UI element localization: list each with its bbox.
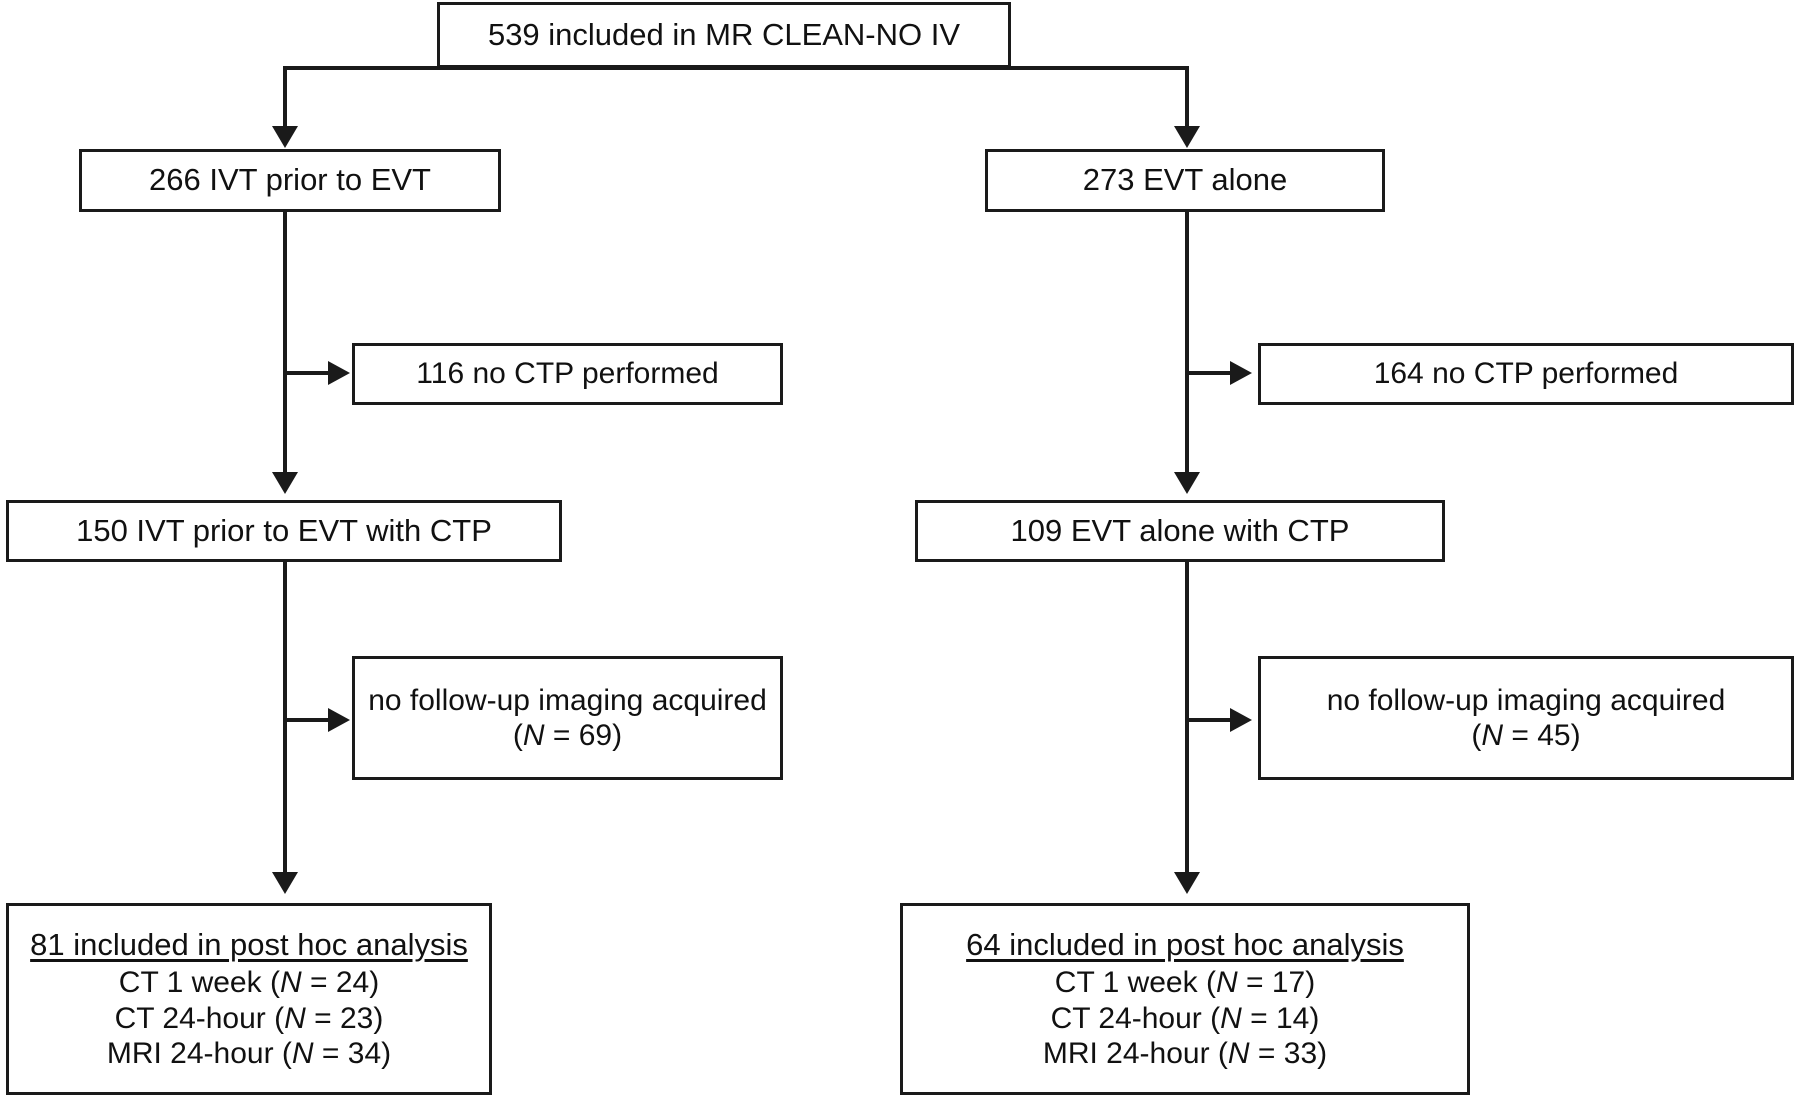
n-value: = 17) bbox=[1237, 966, 1316, 1000]
node-right-exclusion-noctp-label: 164 no CTP performed bbox=[1373, 357, 1679, 391]
n-symbol: N bbox=[1220, 1001, 1242, 1035]
node-right-final-row-0: CT 1 week (N = 17) bbox=[1055, 965, 1315, 1000]
node-root-cohort: 539 included in MR CLEAN-NO IV bbox=[437, 2, 1011, 68]
connector-root-to-right-arm bbox=[1185, 66, 1189, 128]
node-left-final-row-1: CT 24-hour (N = 23) bbox=[115, 1001, 384, 1036]
connector-left-arm-trunk bbox=[283, 212, 287, 480]
arrowhead-left-arm-to-ctp bbox=[272, 472, 298, 494]
paren-open: ( bbox=[1471, 719, 1482, 752]
modality-label: CT 24-hour bbox=[114, 1001, 266, 1035]
node-left-arm-label: 266 IVT prior to EVT bbox=[149, 162, 431, 198]
node-right-with-ctp: 109 EVT alone with CTP bbox=[915, 500, 1445, 562]
node-left-exclusion-noctp: 116 no CTP performed bbox=[352, 343, 783, 405]
node-right-arm: 273 EVT alone bbox=[985, 149, 1385, 212]
node-left-final-analysis: 81 included in post hoc analysis CT 1 we… bbox=[6, 903, 492, 1095]
arrowhead-right-nofu bbox=[1230, 708, 1252, 732]
n-symbol: N bbox=[291, 1036, 314, 1070]
n-symbol: N bbox=[1215, 966, 1238, 1000]
n-value: = 34) bbox=[313, 1036, 392, 1070]
node-left-arm: 266 IVT prior to EVT bbox=[79, 149, 501, 212]
paren-open: ( bbox=[1205, 966, 1216, 1000]
n-symbol: N bbox=[279, 966, 302, 1000]
node-left-final-title: 81 included in post hoc analysis bbox=[30, 926, 468, 962]
modality-label: CT 24-hour bbox=[1050, 1001, 1202, 1035]
n-value: = 23) bbox=[305, 1001, 384, 1035]
connector-root-to-left-arm bbox=[283, 66, 287, 128]
modality-label: CT 1 week bbox=[118, 966, 262, 1000]
n-symbol: N bbox=[1481, 719, 1504, 752]
node-right-final-title: 64 included in post hoc analysis bbox=[966, 926, 1404, 962]
connector-root-horizontal-bus bbox=[283, 66, 1189, 70]
arrowhead-left-noctp bbox=[328, 361, 350, 385]
node-left-with-ctp: 150 IVT prior to EVT with CTP bbox=[6, 500, 562, 562]
node-left-final-row-2: MRI 24-hour (N = 34) bbox=[107, 1036, 391, 1071]
connector-right-arm-trunk bbox=[1185, 212, 1189, 480]
arrowhead-right-noctp bbox=[1230, 361, 1252, 385]
paren-open: ( bbox=[512, 719, 523, 752]
node-right-exclusion-nofollowup-label: no follow-up imaging acquired bbox=[1326, 683, 1726, 717]
n-symbol: N bbox=[522, 719, 545, 752]
node-right-exclusion-noctp: 164 no CTP performed bbox=[1258, 343, 1794, 405]
node-right-final-analysis: 64 included in post hoc analysis CT 1 we… bbox=[900, 903, 1470, 1095]
connector-left-nofu-horizontal bbox=[283, 718, 330, 722]
node-left-final-row-0: CT 1 week (N = 24) bbox=[119, 965, 379, 1000]
connector-right-noctp-horizontal bbox=[1185, 371, 1232, 375]
n-value: = 69) bbox=[544, 719, 623, 752]
n-value: = 45) bbox=[1503, 719, 1581, 752]
n-value: = 14) bbox=[1241, 1001, 1320, 1035]
arrowhead-left-nofu bbox=[328, 708, 350, 732]
arrowhead-root-to-right-arm bbox=[1174, 126, 1200, 148]
n-value: = 33) bbox=[1249, 1036, 1328, 1070]
arrowhead-right-arm-to-ctp bbox=[1174, 472, 1200, 494]
connector-right-nofu-horizontal bbox=[1185, 718, 1232, 722]
node-right-final-row-1: CT 24-hour (N = 14) bbox=[1051, 1001, 1320, 1036]
node-right-final-row-2: MRI 24-hour (N = 33) bbox=[1043, 1036, 1327, 1071]
node-left-exclusion-noctp-label: 116 no CTP performed bbox=[416, 357, 719, 391]
arrowhead-right-ctp-to-final bbox=[1174, 872, 1200, 894]
node-right-exclusion-nofollowup: no follow-up imaging acquired (N = 45) bbox=[1258, 656, 1794, 780]
arrowhead-left-ctp-to-final bbox=[272, 872, 298, 894]
paren-open: ( bbox=[269, 966, 280, 1000]
node-right-arm-label: 273 EVT alone bbox=[1082, 162, 1288, 198]
node-left-with-ctp-label: 150 IVT prior to EVT with CTP bbox=[76, 512, 492, 548]
n-symbol: N bbox=[1227, 1036, 1250, 1070]
n-value: = 24) bbox=[301, 966, 380, 1000]
modality-label: MRI 24-hour bbox=[1042, 1036, 1210, 1070]
connector-left-noctp-horizontal bbox=[283, 371, 330, 375]
paren-open: ( bbox=[1217, 1036, 1228, 1070]
modality-label: CT 1 week bbox=[1054, 966, 1198, 1000]
arrowhead-root-to-left-arm bbox=[272, 126, 298, 148]
paren-open: ( bbox=[274, 1001, 285, 1035]
node-right-with-ctp-label: 109 EVT alone with CTP bbox=[1010, 512, 1350, 548]
paren-open: ( bbox=[281, 1036, 292, 1070]
n-symbol: N bbox=[284, 1001, 306, 1035]
node-left-exclusion-nofollowup-count: (N = 69) bbox=[513, 718, 622, 753]
node-right-exclusion-nofollowup-count: (N = 45) bbox=[1471, 718, 1580, 753]
node-left-exclusion-nofollowup-label: no follow-up imaging acquired bbox=[368, 683, 767, 717]
paren-open: ( bbox=[1210, 1001, 1221, 1035]
node-left-exclusion-nofollowup: no follow-up imaging acquired (N = 69) bbox=[352, 656, 783, 780]
modality-label: MRI 24-hour bbox=[106, 1036, 274, 1070]
node-root-label: 539 included in MR CLEAN-NO IV bbox=[487, 16, 961, 52]
